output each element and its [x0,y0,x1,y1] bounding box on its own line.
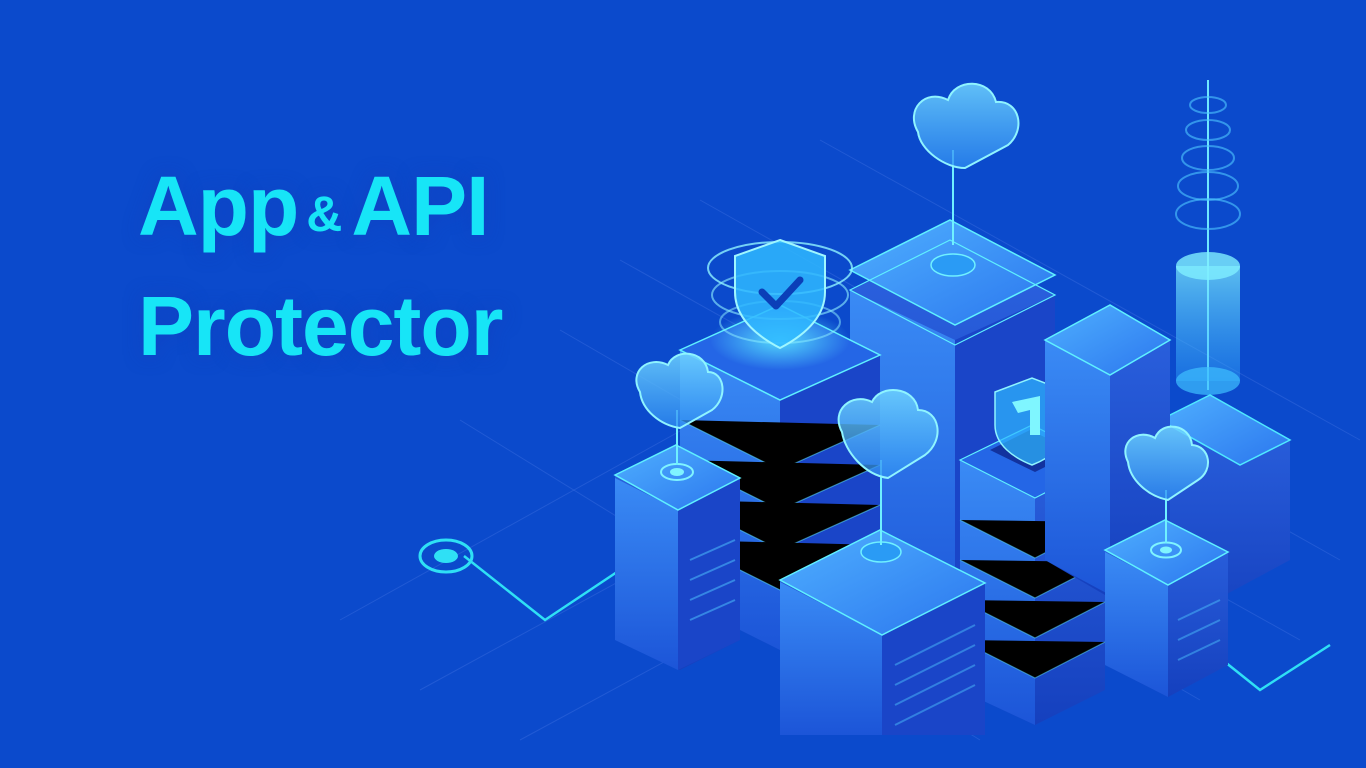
shield-check-icon [707,238,853,350]
headline-line-2: Protector [138,284,503,368]
cloud-icon [837,389,939,480]
headline-word-protector: Protector [138,279,503,373]
cloud-icon [912,82,1020,170]
server-icon [1043,304,1172,595]
server-icon [1103,490,1230,697]
cloud-icon [1124,425,1209,502]
antenna-icon [1175,80,1241,395]
cloud-icon [635,352,724,430]
server-icon [613,410,742,670]
headline-word-app: App [138,159,299,253]
server-icon [778,460,987,735]
headline-ampersand: & [306,186,342,242]
network-node-icon [418,538,621,622]
headline-word-api: API [351,159,489,253]
headline-line-1: App&API [138,164,489,248]
